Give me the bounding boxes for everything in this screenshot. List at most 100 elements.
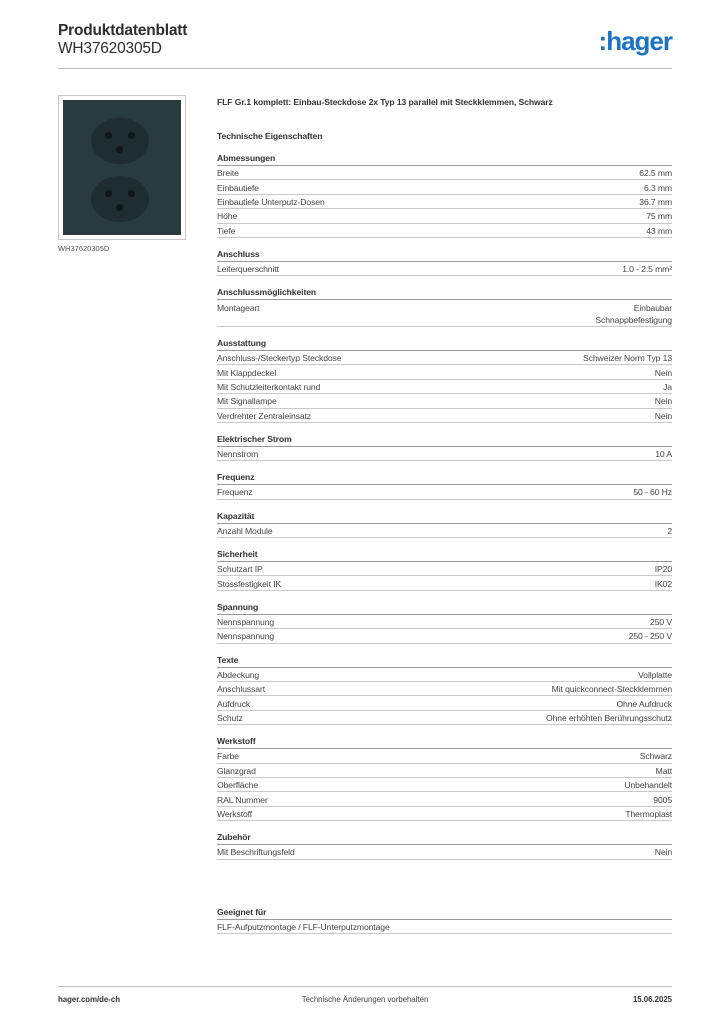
property-label: Leiterquerschnitt <box>217 264 279 275</box>
property-label: Schutz <box>217 712 243 723</box>
property-value: Nein <box>654 410 672 421</box>
property-label: Abdeckung <box>217 669 260 680</box>
property-label: Farbe <box>217 751 239 762</box>
property-value: Nein <box>654 367 672 378</box>
property-value: Ohne erhöhten Berührungsschutz <box>546 712 672 723</box>
property-row: Leiterquerschnitt 1.0 - 2.5 mm² <box>217 262 672 277</box>
property-label: Frequenz <box>217 487 253 498</box>
property-label: Mit Schutzleiterkontakt rund <box>217 381 321 392</box>
property-label: Nennspannung <box>217 631 275 642</box>
property-value: Nein <box>654 847 672 858</box>
property-label: Höhe <box>217 211 238 222</box>
property-row: FLF-Aufputzmontage / FLF-Unterputzmontag… <box>217 920 672 935</box>
footer-date: 15.06.2025 <box>632 995 672 1004</box>
section-title: Zubehör <box>217 831 672 846</box>
property-label: Schutzart IP <box>217 564 263 575</box>
property-label: Stossfestigkeit IK <box>217 578 282 589</box>
property-row: Anschluss-/Steckertyp Steckdose Schweizer… <box>217 351 672 366</box>
product-code: WH37620305D <box>58 40 162 57</box>
property-value: 75 mm <box>646 211 672 222</box>
section-title: Texte <box>217 654 672 668</box>
socket-pin <box>105 132 112 139</box>
suitable-for-section: Geeignet für FLF-Aufputzmontage / FLF-Un… <box>217 906 672 935</box>
socket-pin <box>116 204 123 211</box>
property-value: Schwarz <box>639 751 672 762</box>
property-value: Ohne Aufdruck <box>616 698 672 709</box>
property-value: Matt <box>655 765 672 776</box>
section-title: Spannung <box>217 601 672 615</box>
socket-plate-image <box>63 100 181 235</box>
property-value: Thermoplast <box>625 808 672 819</box>
property-value: Nein <box>654 396 672 407</box>
property-label: Montageart <box>217 302 260 313</box>
property-label: Verdrehter Zentraleinsatz <box>217 410 311 421</box>
footer-website: hager.com/de-ch <box>58 995 120 1004</box>
property-value: 9005 <box>653 794 672 805</box>
property-label: Tiefe <box>217 225 236 236</box>
property-value: 1.0 - 2.5 mm² <box>622 264 672 275</box>
product-details: FLF Gr.1 komplett: Einbau-Steckdose 2x T… <box>217 96 672 860</box>
property-value: 2 <box>667 525 672 536</box>
property-label: Anschlussart <box>217 684 265 695</box>
property-row: Abdeckung Vollplatte <box>217 668 672 683</box>
property-row: Schutzart IP IP20 <box>217 562 672 577</box>
property-label: Einbautiefe <box>217 182 259 193</box>
property-row: Anschlussart Mit quickconnect-Steckklemme… <box>217 682 672 697</box>
property-label: FLF-Aufputzmontage / FLF-Unterputzmontag… <box>217 922 390 933</box>
property-label: Anschluss-/Steckertyp Steckdose <box>217 353 342 364</box>
property-value: Unbehandelt <box>624 780 672 791</box>
header-divider <box>58 68 672 69</box>
property-value: IK02 <box>654 578 672 589</box>
property-value: IP20 <box>654 564 672 575</box>
property-label: Oberfläche <box>217 780 259 791</box>
property-value: Schweizer Norm Typ 13 <box>583 353 672 364</box>
property-value: Einbaubar Schnappbefestigung <box>595 302 672 325</box>
property-row: RAL Nummer 9005 <box>217 792 672 807</box>
section-title: Frequenz <box>217 471 672 486</box>
property-label: Nennstrom <box>217 449 259 460</box>
section-title: Elektrischer Strom <box>217 433 672 447</box>
socket-pin <box>116 146 123 153</box>
property-label: Einbautiefe Unterputz-Dosen <box>217 196 325 207</box>
product-image <box>58 95 186 240</box>
property-row: Tiefe 43 mm <box>217 224 672 238</box>
property-label: Mit Beschriftungsfeld <box>217 847 295 858</box>
property-label: Breite <box>217 168 239 179</box>
socket-outlet-top <box>91 118 149 164</box>
property-row: Werkstoff Thermoplast <box>217 807 672 822</box>
property-label: Werkstoff <box>217 808 253 819</box>
property-label: Mit Klappdeckel <box>217 367 277 378</box>
property-row: Farbe Schwarz <box>217 749 672 764</box>
property-label: RAL Nummer <box>217 794 268 805</box>
suitable-rows: FLF-Aufputzmontage / FLF-Unterputzmontag… <box>217 920 672 935</box>
footer-disclaimer: Technische Änderungen vorbehalten <box>301 995 429 1004</box>
image-caption: WH37620305D <box>58 244 110 253</box>
property-value: 36.7 mm <box>639 196 672 207</box>
section-title: Geeignet für <box>217 906 672 920</box>
section-title: Anschlussmöglichkeiten <box>217 286 672 301</box>
document-title: Produktdatenblatt <box>58 22 188 39</box>
property-value: 6.3 mm <box>643 182 672 193</box>
property-value: Vollplatte <box>638 669 672 680</box>
property-value: Mit quickconnect-Steckklemmen <box>551 684 672 695</box>
socket-outlet-bottom <box>91 176 149 222</box>
property-value: 43 mm <box>646 225 672 236</box>
property-row: Oberfläche Unbehandelt <box>217 778 672 793</box>
